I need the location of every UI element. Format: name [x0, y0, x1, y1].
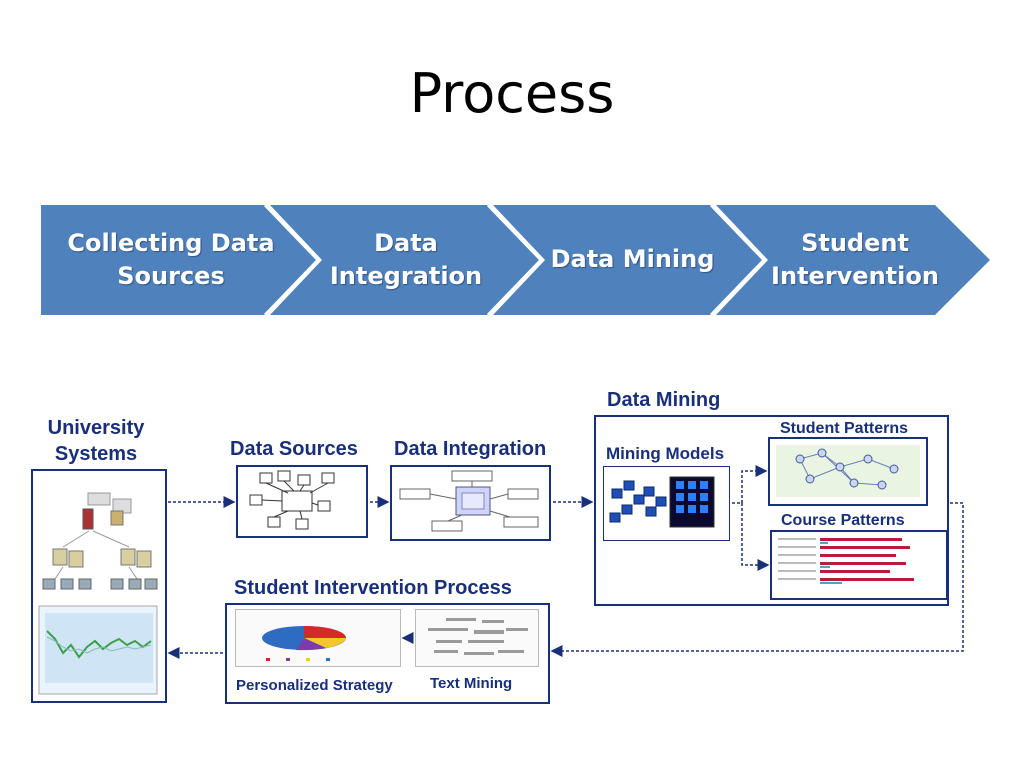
text-mining-panel: [415, 609, 539, 667]
slide-title: Process: [409, 62, 615, 125]
intervention-process-title: Student Intervention Process: [234, 577, 512, 599]
data-sources-panel: [236, 465, 368, 538]
mining-models-title: Mining Models: [606, 444, 725, 463]
student-patterns-panel: [768, 437, 928, 506]
chevron-step-2: [270, 205, 541, 315]
text-cloud-image: [428, 618, 528, 655]
network-chart-image: [38, 492, 158, 695]
university-systems-panel: [31, 469, 167, 703]
data-integration-title: Data Integration: [394, 438, 547, 460]
arrow-models-to-course-patterns: [741, 503, 770, 571]
data-integration-panel: [390, 465, 551, 541]
data-mining-title: Data Mining: [607, 389, 721, 411]
mining-models-panel: [603, 466, 730, 541]
data-sources-title: Data Sources: [230, 438, 358, 460]
chevron-bar: [41, 203, 990, 317]
student-patterns-title: Student Patterns: [780, 420, 909, 437]
neural-network-image: [609, 476, 715, 528]
text-mining-label: Text Mining: [430, 675, 513, 692]
arrow-mining-to-text-mining: [550, 502, 964, 657]
chevron-step-1: [41, 205, 318, 315]
pie-chart-panel: [235, 609, 401, 667]
data-sources-diagram-image: [249, 470, 335, 530]
chevron-step-3: [493, 205, 764, 315]
arrow-models-to-student-patterns: [732, 465, 768, 504]
course-bar-chart-image: [778, 538, 914, 584]
chevron-step-4: [716, 205, 990, 315]
student-graph-image: [776, 445, 920, 497]
step-label-mining: Data Mining: [550, 245, 715, 273]
course-patterns-title: Course Patterns: [781, 512, 905, 529]
pie-chart-image: [262, 626, 346, 661]
data-integration-diagram-image: [399, 470, 539, 532]
personalized-strategy-label: Personalized Strategy: [236, 677, 393, 694]
course-patterns-panel: [770, 530, 948, 600]
